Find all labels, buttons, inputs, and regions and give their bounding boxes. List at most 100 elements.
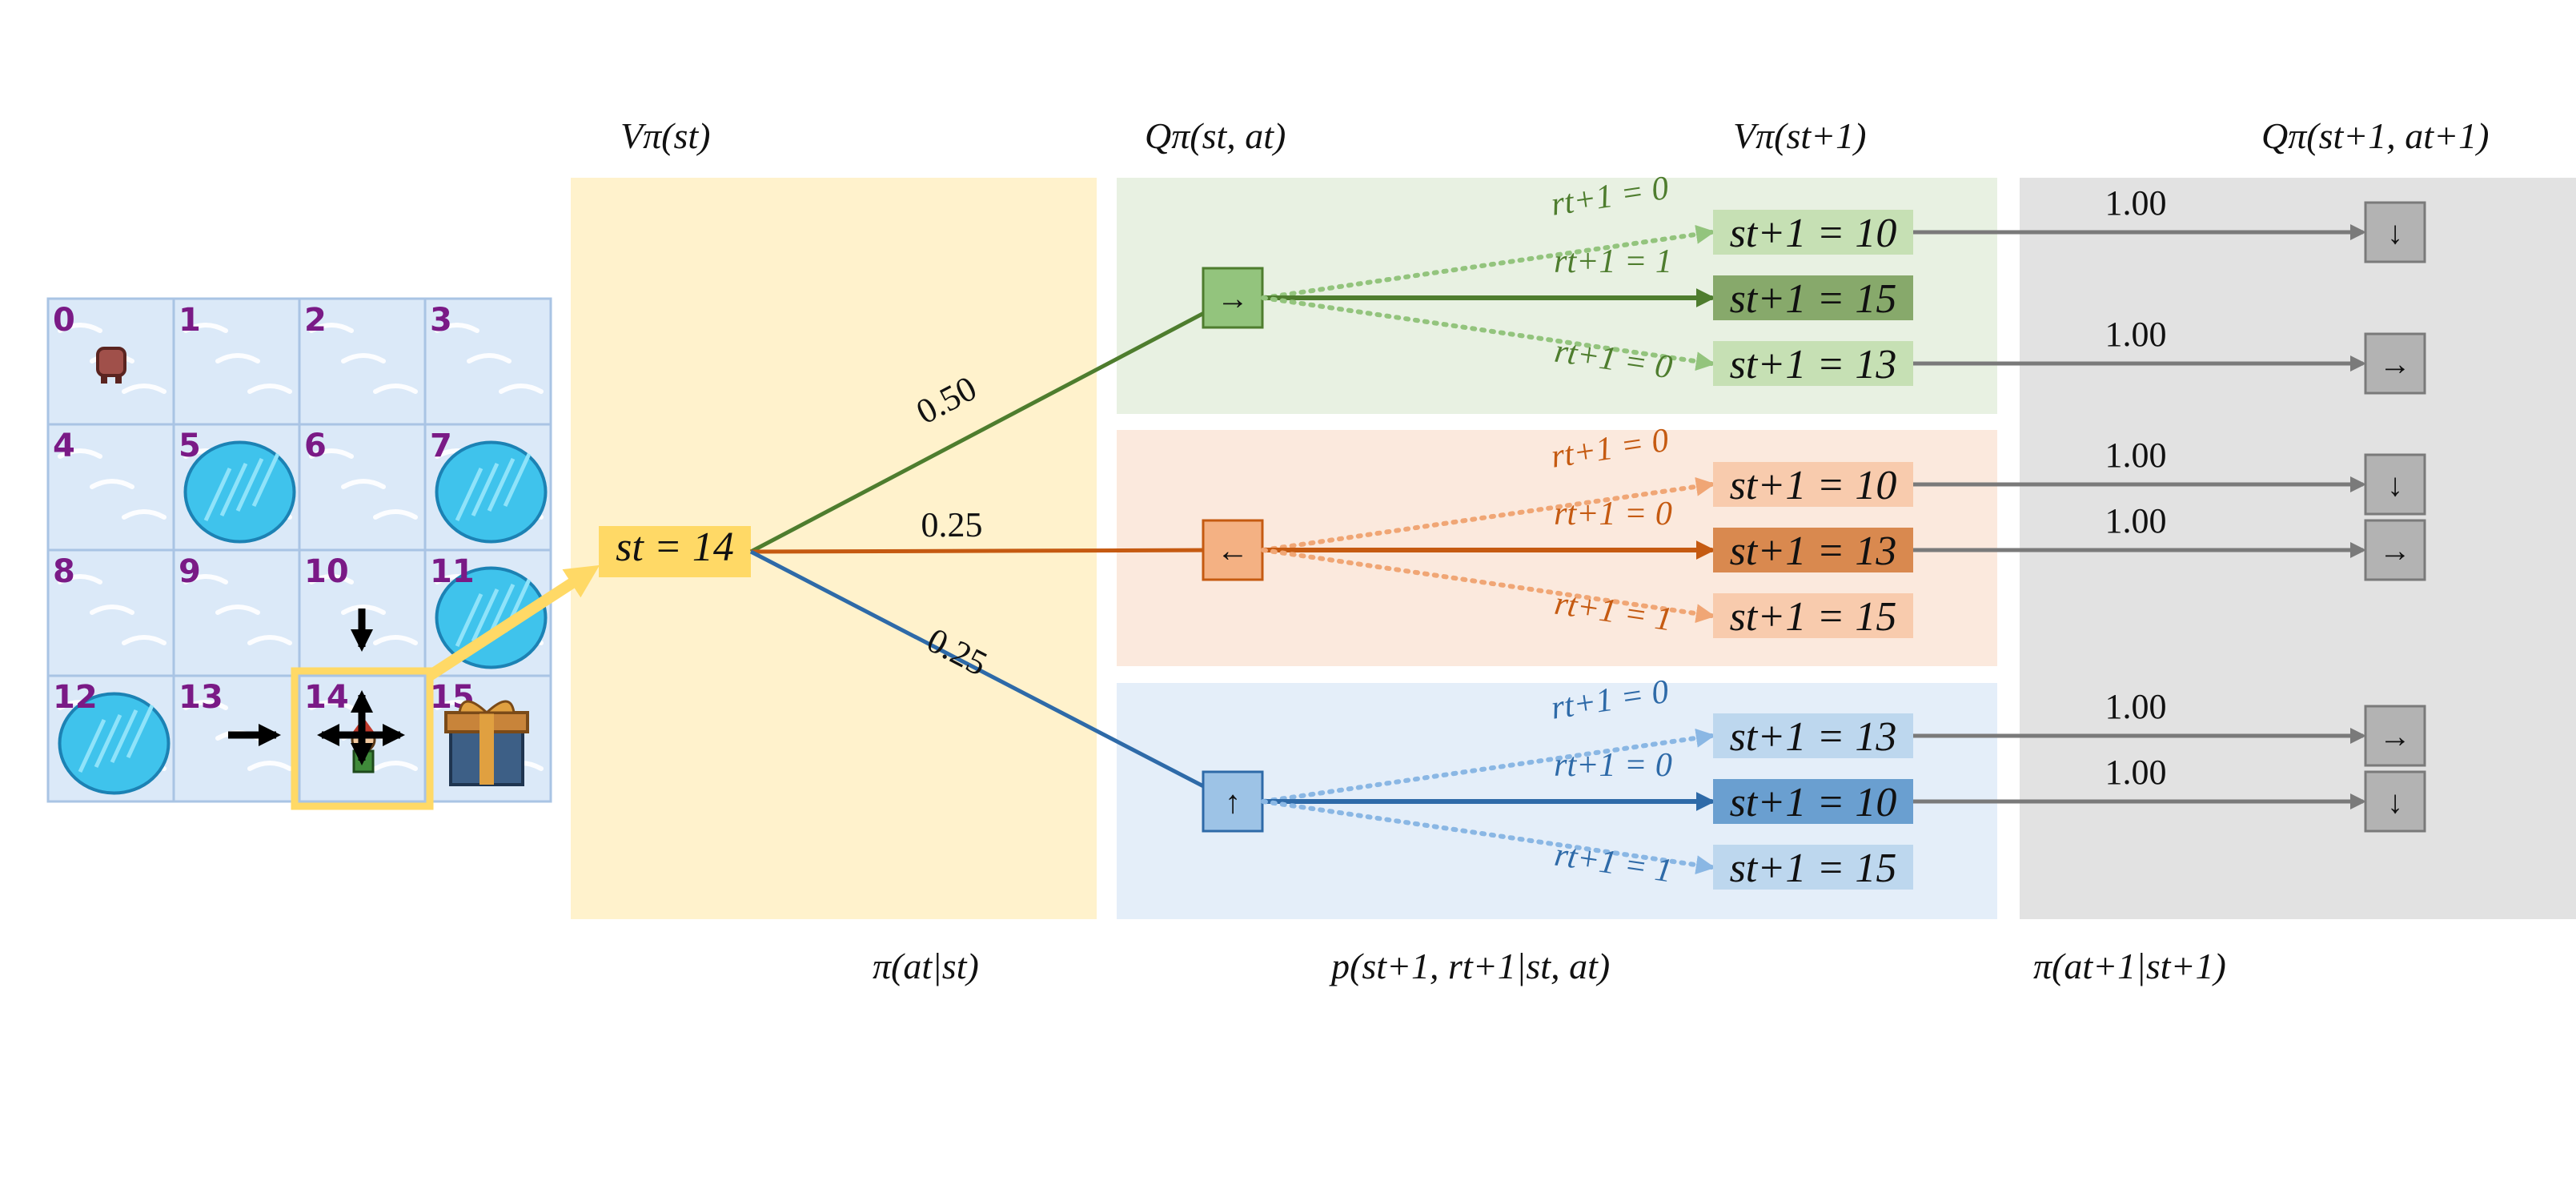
transition-line — [1261, 548, 1715, 624]
cell-number: 5 — [179, 428, 201, 464]
transition-line — [1261, 476, 1715, 552]
grid-cell: 5 — [172, 423, 301, 552]
goal-gift-icon — [444, 700, 529, 786]
next-state-highlight — [1713, 210, 1913, 255]
transition-line — [1261, 728, 1715, 804]
next-policy-probability: 1.00 — [2105, 687, 2167, 726]
cell-number: 12 — [53, 679, 98, 716]
reward-label: rt+1 = 0 — [1554, 747, 1672, 784]
cell-number: 3 — [430, 302, 452, 339]
right-arrow-icon: → — [2364, 519, 2426, 581]
right-arrow-icon: → — [1202, 267, 1264, 329]
action-glyph: ← — [1217, 532, 1249, 568]
right-arrow-icon — [360, 724, 405, 746]
grid-cell: 9 — [172, 548, 301, 677]
footer-transition: p(st+1, rt+1|st, at) — [1329, 946, 1610, 986]
cell-number: 7 — [430, 428, 452, 464]
reward-label: rt+1 = 0 — [1554, 496, 1672, 532]
up-arrow-icon — [351, 690, 373, 738]
hole-icon — [435, 566, 548, 669]
cell-number: 2 — [304, 302, 327, 339]
transition-line — [1261, 224, 1715, 300]
down-arrow-icon: ↓ — [2364, 453, 2426, 516]
action-glyph: → — [1217, 280, 1249, 316]
header-v-next-state: Vπ(st+1) — [1733, 115, 1867, 156]
left-arrow-icon: ← — [1202, 519, 1264, 581]
agent-cell-highlight — [291, 667, 434, 810]
policy-branch-line — [749, 549, 1236, 804]
next-action-glyph: ↓ — [2387, 467, 2403, 503]
right-arrow-icon: → — [2364, 705, 2426, 767]
action-glyph: ↑ — [1225, 784, 1241, 820]
policy-probability: 0.25 — [921, 505, 982, 544]
next-action-glyph: ↓ — [2387, 784, 2403, 820]
header-q-state-action: Qπ(st, at) — [1145, 115, 1286, 156]
next-state-highlight — [1713, 779, 1913, 824]
cell-number: 14 — [304, 679, 349, 716]
next-action-glyph: ↓ — [2387, 215, 2403, 251]
grid-cell: 12 — [46, 674, 175, 803]
next-state-label: st+1 = 15 — [1730, 276, 1897, 322]
grid-cell: 2 — [298, 297, 427, 426]
transition-line — [1261, 295, 1715, 372]
cell-number: 9 — [179, 553, 201, 590]
grid-action-arrows — [228, 609, 405, 765]
hole-icon — [183, 440, 296, 544]
reward-label: rt+1 = 1 — [1554, 243, 1672, 280]
grid-cell: 6 — [298, 423, 427, 552]
next-policy-probability: 1.00 — [2105, 753, 2167, 792]
header-v-state: Vπ(st) — [620, 115, 710, 156]
cell-number: 8 — [53, 553, 75, 590]
next-policy-probability: 1.00 — [2105, 315, 2167, 354]
hole-icon — [435, 440, 548, 544]
cell-number: 4 — [53, 428, 75, 464]
next-state-label: st+1 = 13 — [1730, 528, 1897, 574]
cell-number: 0 — [53, 302, 75, 339]
next-state-label: st+1 = 15 — [1730, 846, 1897, 891]
grid-cell: 4 — [46, 423, 175, 552]
next-state-highlight — [1713, 593, 1913, 638]
next-action-glyph: → — [2379, 346, 2411, 382]
next-state-label: st+1 = 10 — [1730, 780, 1897, 825]
action-branches: 0.50→rt+1 = 0st+1 = 101.00↓rt+1 = 1st+1 … — [749, 170, 2426, 891]
right-arrow-icon — [228, 724, 281, 746]
down-arrow-icon — [351, 609, 373, 652]
cell-number: 1 — [179, 302, 201, 339]
start-stool-icon — [96, 347, 126, 384]
next-state-label: st+1 = 10 — [1730, 463, 1897, 508]
next-state-highlight — [1713, 845, 1913, 890]
footer-next-policy: π(at+1|st+1) — [2033, 946, 2226, 986]
next-state-highlight — [1713, 713, 1913, 758]
next-state-label: st+1 = 10 — [1730, 211, 1897, 256]
cell-number: 10 — [304, 553, 349, 590]
grid-cell: 7 — [423, 423, 552, 552]
next-state-highlight — [1713, 275, 1913, 320]
grid-cell: 8 — [46, 548, 175, 677]
footer-policy: π(at|st) — [873, 946, 979, 986]
policy-branch-line — [750, 542, 1236, 559]
down-arrow-icon: ↓ — [2364, 770, 2426, 833]
down-arrow-icon — [351, 735, 373, 765]
left-arrow-icon — [317, 724, 360, 746]
transition-line — [1261, 799, 1715, 875]
header-q-next: Qπ(st+1, at+1) — [2261, 115, 2489, 156]
cell-number: 6 — [304, 428, 327, 464]
policy-branch-line — [749, 295, 1236, 554]
next-policy-probability: 1.00 — [2105, 183, 2167, 223]
next-state-label: st+1 = 13 — [1730, 714, 1897, 760]
state-label: st = 14 — [616, 524, 734, 570]
cell-number: 13 — [179, 679, 223, 716]
next-action-glyph: → — [2379, 718, 2411, 754]
next-state-highlight — [1713, 341, 1913, 386]
next-action-glyph: → — [2379, 532, 2411, 568]
next-state-label: st+1 = 15 — [1730, 594, 1897, 640]
grid-cell: 3 — [423, 297, 552, 426]
state-highlight — [599, 526, 751, 577]
next-state-highlight — [1713, 528, 1913, 572]
hole-icon — [58, 692, 171, 795]
next-policy-probability: 1.00 — [2105, 436, 2167, 475]
next-policy-probability: 1.00 — [2105, 501, 2167, 540]
